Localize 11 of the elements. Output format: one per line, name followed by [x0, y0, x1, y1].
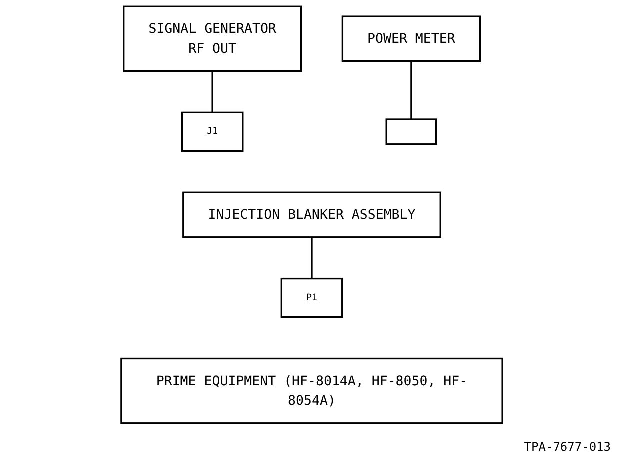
connector [410, 61, 412, 120]
node-box: SIGNAL GENERATOR RF OUT [122, 6, 302, 72]
node-box: POWER METER [341, 16, 481, 62]
node-box: J1 [180, 112, 244, 152]
node-box: P1 [280, 278, 343, 318]
node-box: PRIME EQUIPMENT (HF-8014A, HF-8050, HF-8054A) [120, 358, 503, 424]
node-box: INJECTION BLANKER ASSEMBLY [182, 192, 441, 238]
node-box [385, 118, 437, 146]
connector [310, 237, 312, 279]
figure-code: TPA-7677-013 [524, 440, 611, 454]
connector [211, 71, 213, 113]
